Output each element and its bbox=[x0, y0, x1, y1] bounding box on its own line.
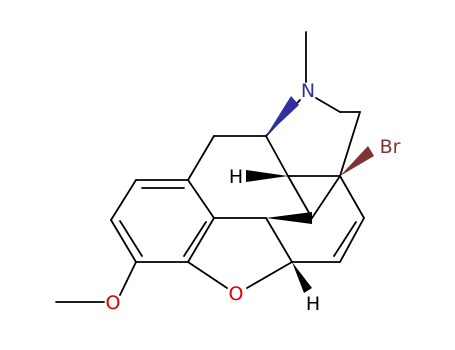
double-bond-inner-lines bbox=[119, 187, 365, 263]
bond-ring-a-left-lower bbox=[110, 219, 137, 263]
bond-ring-a-right bbox=[187, 217, 215, 263]
wedge-c13-br bbox=[340, 146, 374, 176]
bond-c14-c8 bbox=[287, 175, 313, 219]
bond-ring-a-o bbox=[187, 261, 228, 289]
bond-n-c16 bbox=[315, 97, 341, 113]
bond-ring-a-top-right bbox=[187, 179, 215, 219]
bond-c15-c13 bbox=[339, 111, 361, 177]
bond-c5-c12 bbox=[265, 217, 293, 263]
wedge-c12-c8 bbox=[266, 212, 312, 224]
wedge-c5-h bbox=[292, 262, 312, 293]
bond-ring-a-left-upper bbox=[110, 179, 137, 221]
double-bond-ring-a-right bbox=[183, 221, 207, 257]
double-bond-ring-a-left bbox=[119, 220, 143, 257]
bond-ring-a-methoxy-o bbox=[119, 261, 137, 296]
methoxy-oxygen-label: O bbox=[106, 292, 121, 314]
nitrogen-label: N bbox=[301, 80, 315, 102]
hydrogen-left-label: H bbox=[229, 166, 243, 188]
atom-labels: N Br H O H O bbox=[106, 80, 401, 315]
ether-oxygen-label: O bbox=[229, 283, 244, 305]
single-bonds bbox=[55, 31, 365, 303]
bond-c8-c13 bbox=[311, 175, 341, 219]
bond-c10-c9 bbox=[187, 135, 215, 181]
double-bond-alkene-outer bbox=[339, 217, 365, 263]
hydrogen-bottom-label: H bbox=[306, 293, 320, 315]
wedge-c9-n bbox=[266, 96, 299, 136]
bromine-label: Br bbox=[380, 136, 401, 158]
bond-c13-c7 bbox=[339, 175, 365, 219]
wedge-c14-h bbox=[246, 170, 288, 182]
stereo-bonds bbox=[246, 96, 374, 293]
double-bond-alkene-inner bbox=[333, 221, 357, 257]
bond-o-c5 bbox=[246, 261, 293, 289]
bond-c9-c14 bbox=[265, 135, 289, 177]
